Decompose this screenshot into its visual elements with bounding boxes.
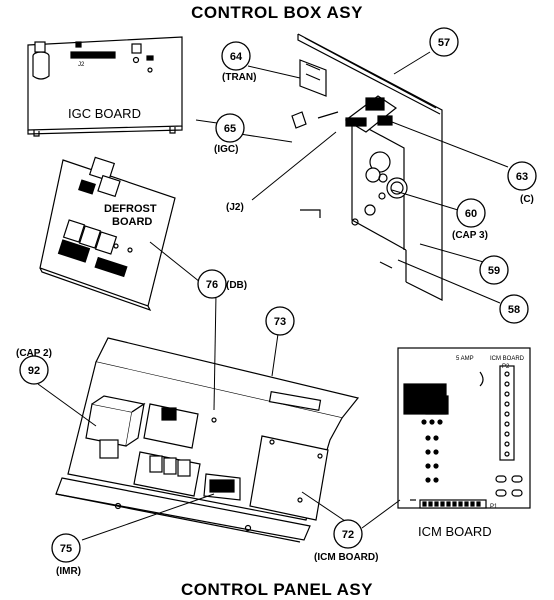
callout-72-number: 72 <box>342 529 354 541</box>
callout-72-circle <box>333 519 363 549</box>
callout-73-number: 73 <box>274 316 286 328</box>
leader-lines <box>37 51 509 541</box>
callout-60-circle <box>456 198 486 228</box>
callout-63-circle <box>507 161 537 191</box>
callout-64-label: (TRAN) <box>222 72 257 83</box>
callout-circles <box>19 27 537 563</box>
callout-64-circle <box>221 41 251 71</box>
callout-60-number: 60 <box>465 208 477 220</box>
icm-header-text: ICM BOARD <box>490 356 525 362</box>
callout-63-number: 63 <box>516 171 528 183</box>
callout-92-label: (CAP 2) <box>16 348 52 359</box>
callout-64-number: 64 <box>230 51 243 63</box>
callout-63-label: (C) <box>520 194 534 205</box>
callout-76-circle <box>197 269 227 299</box>
control-box-panel <box>291 33 443 301</box>
igc-board <box>27 36 183 137</box>
control-panel <box>55 337 360 543</box>
igc-j2-label: J2 <box>78 62 85 68</box>
callout-58-number: 58 <box>508 304 520 316</box>
callout-75-label: (IMR) <box>56 566 81 577</box>
defrost-board <box>39 156 176 312</box>
callout-75-number: 75 <box>60 543 72 555</box>
icm-board-detail <box>397 347 531 509</box>
control-box-title: CONTROL BOX ASY <box>191 3 363 22</box>
icm-fuse-label: 5 AMP <box>456 356 474 362</box>
callout-58-circle <box>499 294 529 324</box>
callout-59-circle <box>479 255 509 285</box>
defrost-caption-2: BOARD <box>112 216 152 228</box>
callout-92-circle <box>19 355 49 385</box>
callout-65-circle <box>215 113 245 143</box>
callout-92-number: 92 <box>28 365 40 377</box>
callout-76-label: (DB) <box>226 280 248 291</box>
control-panel-title: CONTROL PANEL ASY <box>180 580 374 599</box>
callout-75-circle <box>51 533 81 563</box>
callout-73-circle <box>265 306 295 336</box>
callout-72-label: (ICM BOARD) <box>314 552 379 563</box>
icm-p1-label: P1 <box>490 504 498 510</box>
callout-65-label: (IGC) <box>214 144 239 155</box>
icm-board-caption: ICM BOARD <box>418 524 492 539</box>
icm-p2-label: P2 <box>502 364 510 370</box>
callout-59-number: 59 <box>488 265 500 277</box>
igc-board-caption: IGC BOARD <box>68 106 141 121</box>
callout-76-number: 76 <box>206 279 218 291</box>
callout-57-number: 57 <box>438 37 450 49</box>
j2-label: (J2) <box>226 202 244 213</box>
callout-60-label: (CAP 3) <box>452 230 488 241</box>
callout-57-circle <box>429 27 459 57</box>
callout-65-number: 65 <box>224 123 236 135</box>
defrost-caption-1: DEFROST <box>104 203 157 215</box>
